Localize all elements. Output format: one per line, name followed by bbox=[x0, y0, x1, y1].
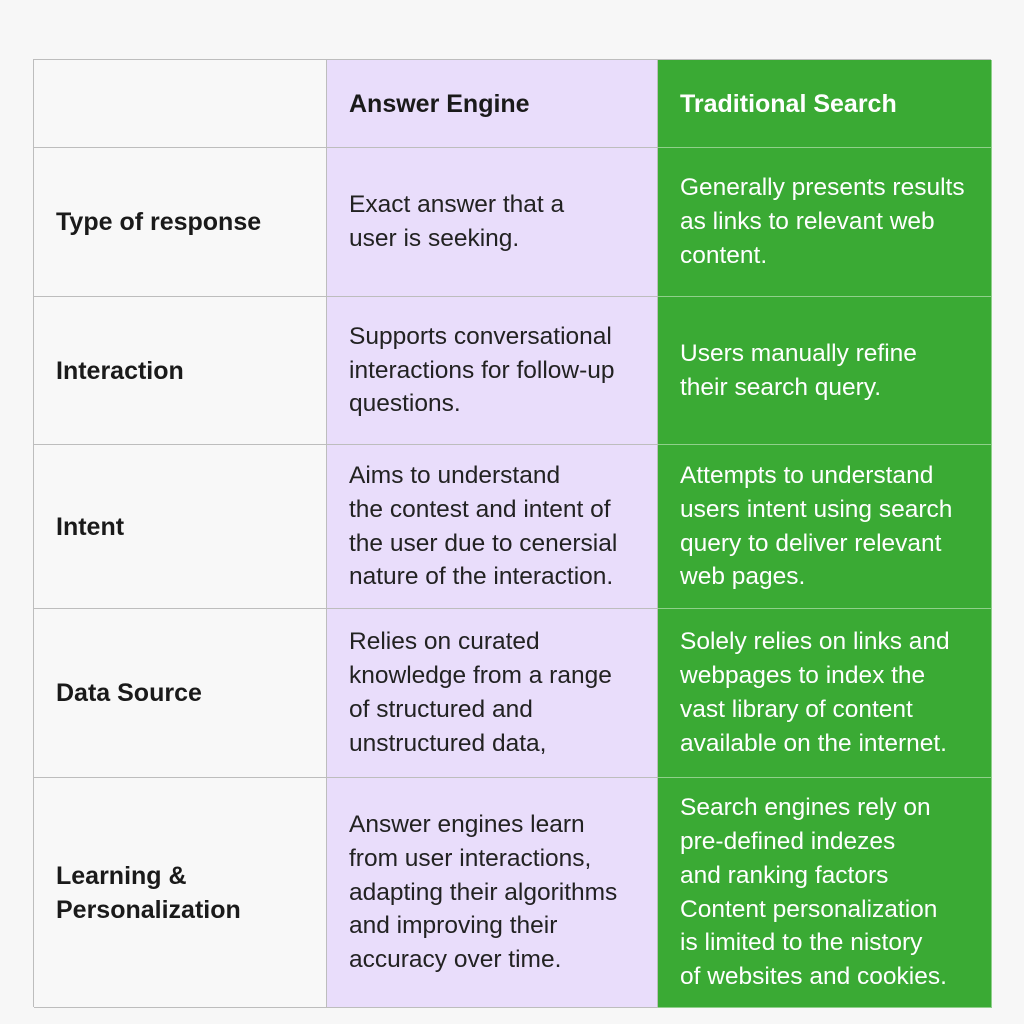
answer-intent: Aims to understand the contest and inten… bbox=[349, 461, 618, 591]
traditional-cell: Solely relies on links and webpages to i… bbox=[658, 609, 992, 778]
header-answer-engine: Answer Engine bbox=[327, 60, 658, 148]
row-label-cell: Type of response bbox=[34, 148, 327, 297]
row-label-cell: Learning & Personalization bbox=[34, 778, 327, 1008]
answer-data-source: Relies on curated knowledge from a range… bbox=[349, 628, 612, 757]
answer-interaction: Supports conversational interactions for… bbox=[349, 322, 615, 418]
answer-learning-personalization: Answer engines learn from user interacti… bbox=[349, 811, 618, 974]
traditional-intent: Attempts to understand users intent usin… bbox=[680, 461, 953, 591]
traditional-cell: Users manually refine their search query… bbox=[658, 297, 992, 445]
row-label-cell: Intent bbox=[34, 445, 327, 609]
answer-cell: Answer engines learn from user interacti… bbox=[327, 778, 658, 1008]
traditional-interaction: Users manually refine their search query… bbox=[680, 339, 917, 401]
answer-cell: Exact answer that a user is seeking. bbox=[327, 148, 658, 297]
answer-cell: Aims to understand the contest and inten… bbox=[327, 445, 658, 609]
answer-engine-heading: Answer Engine bbox=[349, 89, 530, 118]
row-label-intent: Intent bbox=[56, 512, 125, 541]
row-label-type-of-response: Type of response bbox=[56, 208, 262, 236]
traditional-search-heading: Traditional Search bbox=[680, 89, 897, 118]
row-label-interaction: Interaction bbox=[56, 356, 184, 385]
comparison-table: Answer Engine Traditional Search Type of… bbox=[33, 59, 992, 1008]
answer-type-of-response: Exact answer that a user is seeking. bbox=[349, 191, 565, 252]
traditional-cell: Generally presents results as links to r… bbox=[658, 148, 992, 297]
traditional-data-source: Solely relies on links and webpages to i… bbox=[680, 628, 950, 757]
traditional-cell: Attempts to understand users intent usin… bbox=[658, 445, 992, 609]
row-label-data-source: Data Source bbox=[56, 679, 202, 707]
answer-cell: Relies on curated knowledge from a range… bbox=[327, 609, 658, 778]
header-traditional-search: Traditional Search bbox=[658, 60, 992, 148]
traditional-learning-personalization: Search engines rely on pre-defined indez… bbox=[680, 794, 947, 991]
row-label-cell: Interaction bbox=[34, 297, 327, 445]
traditional-type-of-response: Generally presents results as links to r… bbox=[680, 174, 965, 269]
row-label-learning-personalization: Learning & Personalization bbox=[56, 861, 241, 924]
header-corner-cell bbox=[34, 60, 327, 148]
traditional-cell: Search engines rely on pre-defined indez… bbox=[658, 778, 992, 1008]
row-label-cell: Data Source bbox=[34, 609, 327, 778]
answer-cell: Supports conversational interactions for… bbox=[327, 297, 658, 445]
